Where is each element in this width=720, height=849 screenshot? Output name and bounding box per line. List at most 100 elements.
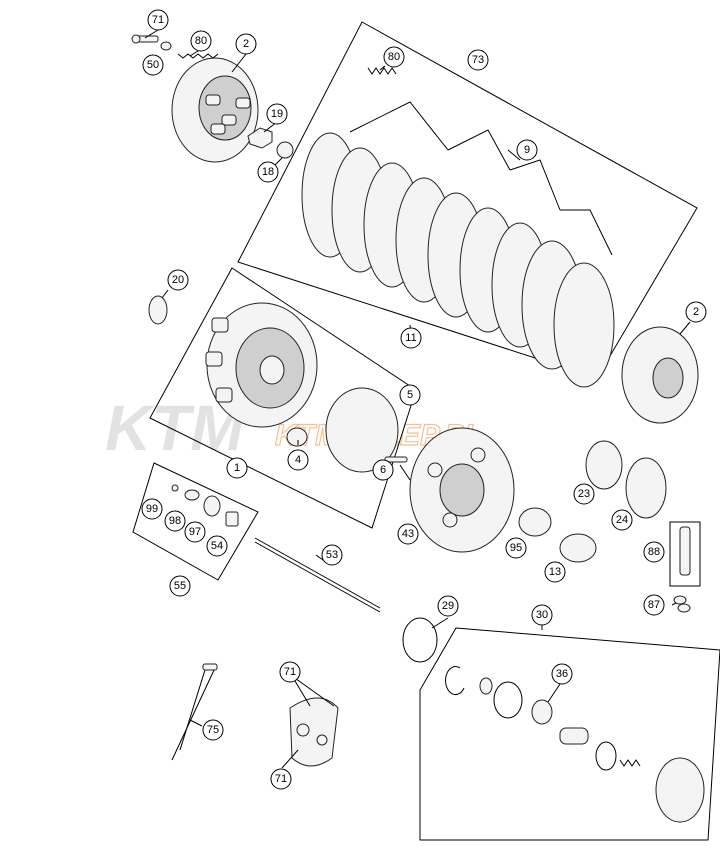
callout-53[interactable]: 53: [321, 544, 343, 566]
clutch-basket-1: [205, 302, 318, 428]
callout-label: 30: [536, 609, 548, 621]
callout-71-c[interactable]: 71: [270, 768, 292, 790]
bolt-71-top: [131, 34, 159, 44]
callout-20[interactable]: 20: [167, 269, 189, 291]
callout-label: 87: [648, 599, 660, 611]
callout-label: 11: [405, 332, 416, 344]
callout-50[interactable]: 50: [142, 54, 164, 76]
callout-6[interactable]: 6: [372, 459, 394, 481]
callout-label: 18: [262, 166, 274, 178]
callout-97[interactable]: 97: [184, 521, 206, 543]
bleed-screw-box: [669, 521, 701, 587]
push-rod-53: [254, 537, 381, 609]
callout-label: 73: [472, 54, 484, 66]
callout-23[interactable]: 23: [573, 483, 595, 505]
callout-label: 75: [207, 724, 219, 736]
callout-80-a[interactable]: 80: [190, 30, 212, 52]
slave-cover-71: [289, 697, 339, 767]
callout-18[interactable]: 18: [257, 161, 279, 183]
sleeve-13: [559, 533, 597, 563]
callout-label: 5: [407, 389, 413, 401]
callout-4[interactable]: 4: [287, 449, 309, 471]
nut-19: [247, 127, 273, 149]
slave-cylinder-parts: [445, 666, 705, 823]
gear-23: [585, 440, 623, 490]
callout-label: 19: [271, 108, 283, 120]
callout-73[interactable]: 73: [467, 49, 489, 71]
callout-label: 80: [195, 35, 207, 47]
callout-71-b[interactable]: 71: [279, 661, 301, 683]
thrust-washer-20: [148, 295, 168, 325]
spring-80-box: [367, 67, 397, 75]
callout-label: 13: [549, 566, 561, 578]
callout-label: 55: [174, 580, 186, 592]
callout-95[interactable]: 95: [505, 537, 527, 559]
callout-label: 4: [295, 454, 301, 466]
callout-75[interactable]: 75: [202, 719, 224, 741]
callout-29[interactable]: 29: [437, 595, 459, 617]
seal-ring-87b: [677, 603, 691, 613]
pressure-plate-top: [171, 57, 259, 163]
callout-9[interactable]: 9: [516, 139, 538, 161]
washer-50: [160, 41, 172, 51]
spring-80-top: [177, 53, 219, 59]
callout-label: 1: [234, 462, 240, 474]
callout-2-a[interactable]: 2: [235, 33, 257, 55]
callout-label: 71: [152, 14, 164, 26]
callout-36[interactable]: 36: [551, 663, 573, 685]
slave-cylinder-box: [419, 627, 720, 841]
callout-99[interactable]: 99: [141, 498, 163, 520]
callout-label: 88: [648, 546, 660, 558]
plate-5: [325, 387, 399, 473]
callout-label: 20: [172, 274, 184, 286]
bleed-syringe-75: [171, 663, 218, 761]
screw-6: [384, 456, 408, 463]
needle-bearing-95: [518, 507, 552, 537]
gear-24: [625, 457, 667, 519]
bushing-4: [286, 427, 308, 447]
callout-label: 24: [616, 514, 628, 526]
pressure-cap-box: [132, 462, 259, 581]
callout-2-b[interactable]: 2: [685, 301, 707, 323]
callout-1[interactable]: 1: [226, 457, 248, 479]
callout-label: 98: [169, 515, 181, 527]
callout-label: 23: [578, 488, 590, 500]
callout-43[interactable]: 43: [397, 523, 419, 545]
callout-label: 80: [388, 51, 400, 63]
callout-label: 50: [147, 59, 159, 71]
seal-ring-87: [673, 595, 687, 605]
o-ring-29: [402, 617, 438, 663]
callout-label: 54: [211, 540, 223, 552]
callout-label: 95: [510, 542, 522, 554]
callout-label: 9: [524, 144, 530, 156]
inner-hub-2: [621, 326, 699, 424]
primary-gear-43: [409, 427, 515, 553]
callout-55[interactable]: 55: [169, 575, 191, 597]
callout-24[interactable]: 24: [611, 509, 633, 531]
callout-label: 53: [326, 549, 338, 561]
callout-label: 2: [693, 306, 699, 318]
callout-label: 71: [275, 773, 287, 785]
callout-88[interactable]: 88: [643, 541, 665, 563]
clutch-discs: [301, 132, 615, 388]
callout-label: 36: [556, 668, 568, 680]
callout-label: 97: [189, 526, 201, 538]
callout-87[interactable]: 87: [643, 594, 665, 616]
pressure-cap-parts: [171, 484, 239, 527]
callout-label: 71: [284, 666, 296, 678]
callout-label: 29: [442, 600, 454, 612]
callout-30[interactable]: 30: [531, 604, 553, 626]
bleed-screw-88: [679, 526, 691, 576]
callout-5[interactable]: 5: [399, 384, 421, 406]
callout-54[interactable]: 54: [206, 535, 228, 557]
callout-11[interactable]: 11: [400, 327, 422, 349]
callout-13[interactable]: 13: [544, 561, 566, 583]
callout-label: 99: [146, 503, 158, 515]
leader-lines: [144, 29, 691, 769]
callout-19[interactable]: 19: [266, 103, 288, 125]
callout-71-a[interactable]: 71: [147, 9, 169, 31]
callout-80-b[interactable]: 80: [383, 46, 405, 68]
callout-label: 2: [243, 38, 249, 50]
clutch-basket-box: [149, 267, 417, 529]
callout-98[interactable]: 98: [164, 510, 186, 532]
